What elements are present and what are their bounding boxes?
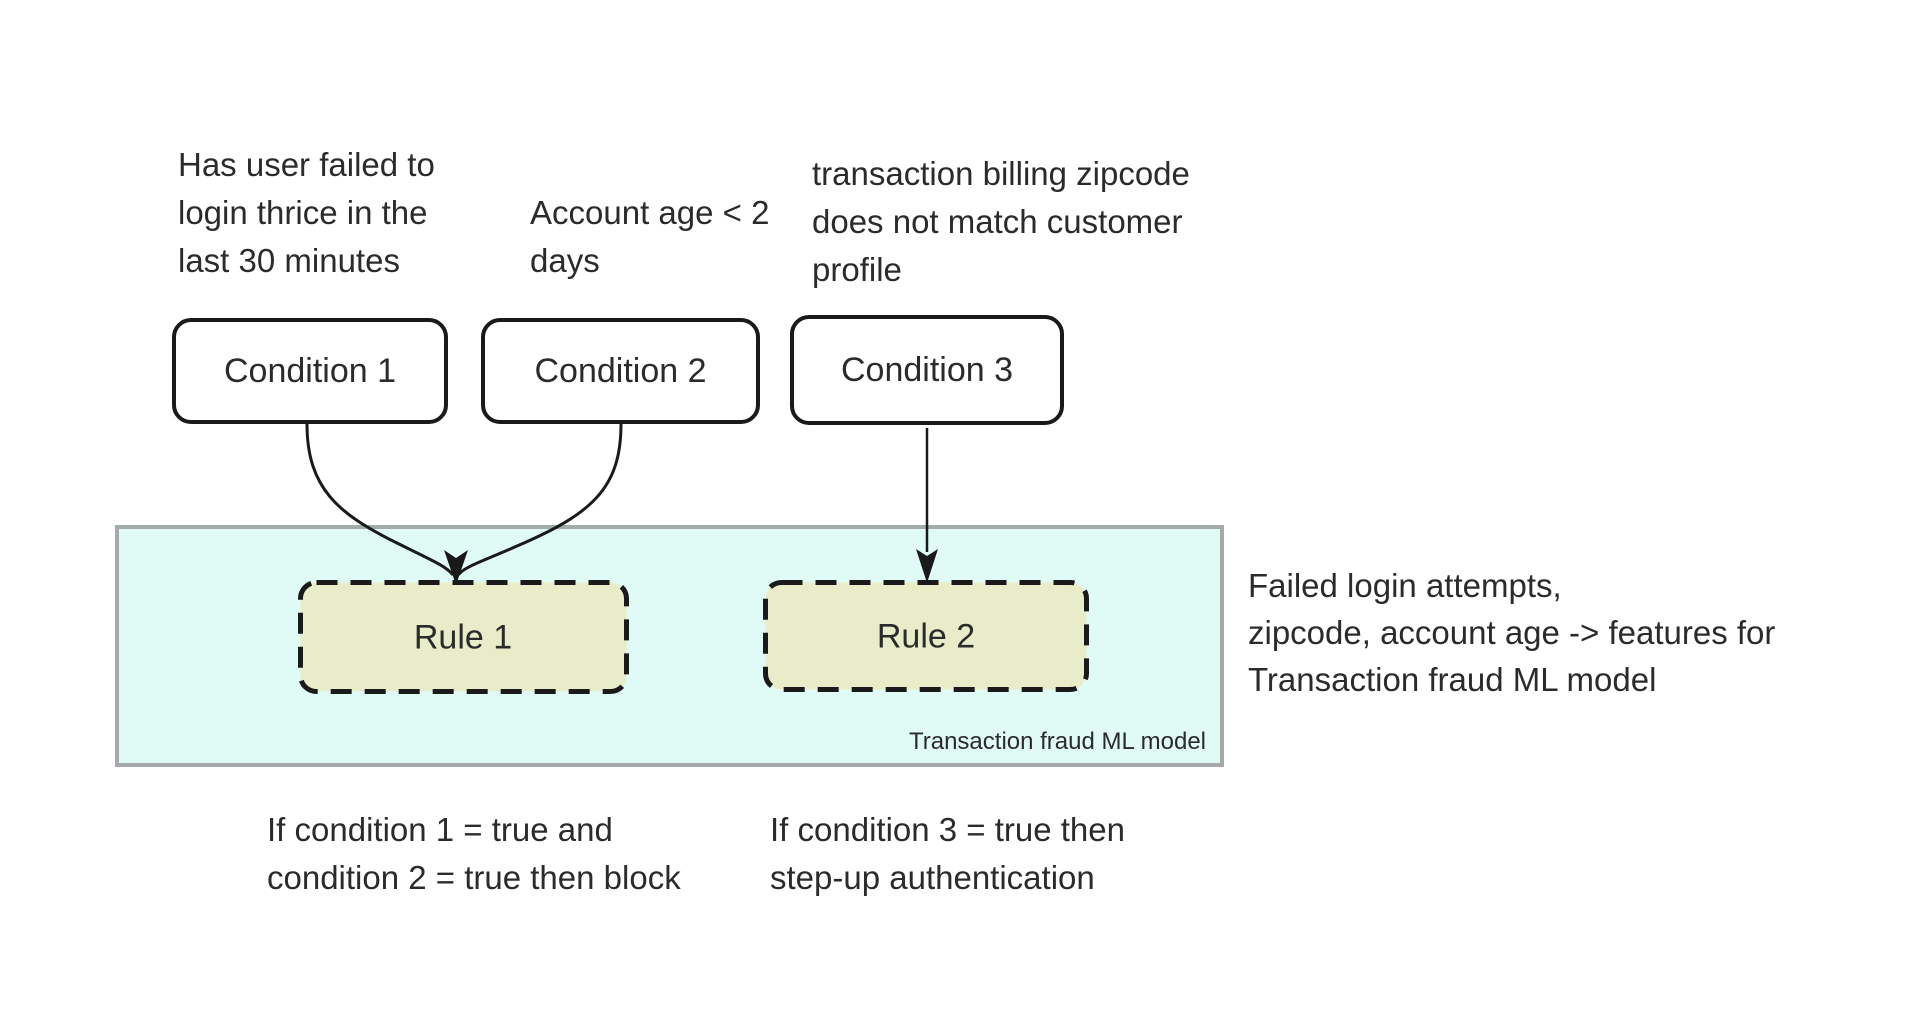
condition-1-label: Condition 1 [223,351,396,390]
rule-1-label: Rule 1 [413,618,513,657]
ml-model-container-label: Transaction fraud ML model [908,728,1206,755]
condition-3-label: Condition 3 [840,350,1013,389]
rule-1-logic-note: If condition 1 = true and condition 2 = … [267,811,681,896]
condition-3-note: transaction billing zipcode does not mat… [812,155,1190,288]
rule-2-label: Rule 2 [876,617,976,656]
condition-3-node: Condition 3 [790,315,1064,425]
condition-1-note: Has user failed to login thrice in the l… [178,146,435,279]
features-note: Failed login attempts, zipcode, account … [1248,567,1776,698]
condition-2-label: Condition 2 [534,351,707,390]
condition-1-node: Condition 1 [172,318,448,424]
rule-2-logic-note: If condition 3 = true then step-up authe… [770,811,1125,896]
condition-2-note: Account age < 2 days [530,194,770,279]
ml-model-container: Transaction fraud ML model [115,525,1224,767]
condition-2-node: Condition 2 [481,318,760,424]
